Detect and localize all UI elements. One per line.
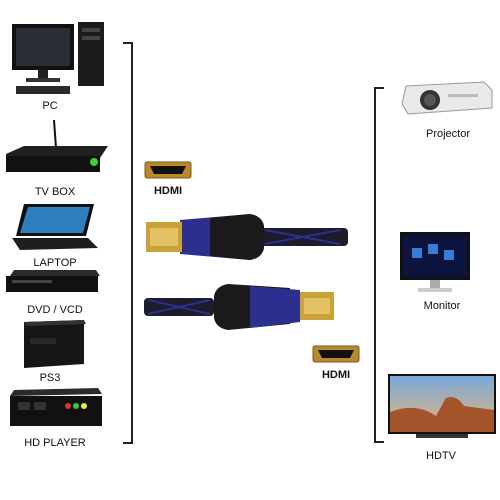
dvd-device-image (6, 270, 100, 292)
pc-device-image (12, 22, 104, 94)
output-label-projector: Projector (425, 128, 471, 140)
hdtv-device-image (388, 374, 496, 438)
output-label-monitor: Monitor (423, 300, 461, 312)
hdmi-plug-icon (144, 161, 192, 179)
hdmi-label-bottom: HDMI (321, 369, 351, 381)
source-label-ps3: PS3 (39, 372, 61, 384)
source-label-tvbox: TV BOX (34, 186, 76, 198)
hdmi-label-top: HDMI (153, 185, 183, 197)
monitor-device-image (400, 232, 470, 292)
source-label-pc: PC (42, 100, 58, 112)
hdmi-cable-image (144, 214, 348, 330)
output-bracket (374, 87, 384, 443)
ps3-device-image (24, 320, 86, 368)
tvbox-device-image (6, 119, 108, 172)
projector-device-image (401, 81, 493, 115)
source-label-dvd: DVD / VCD (27, 304, 83, 316)
source-label-laptop: LAPTOP (33, 257, 77, 269)
source-label-hdplayer: HD PLAYER (24, 437, 86, 449)
output-label-hdtv: HDTV (426, 450, 456, 462)
source-bracket (123, 42, 133, 444)
hdmi-plug-icon (312, 345, 360, 363)
hdplayer-device-image (10, 388, 102, 426)
laptop-device-image (12, 204, 98, 250)
